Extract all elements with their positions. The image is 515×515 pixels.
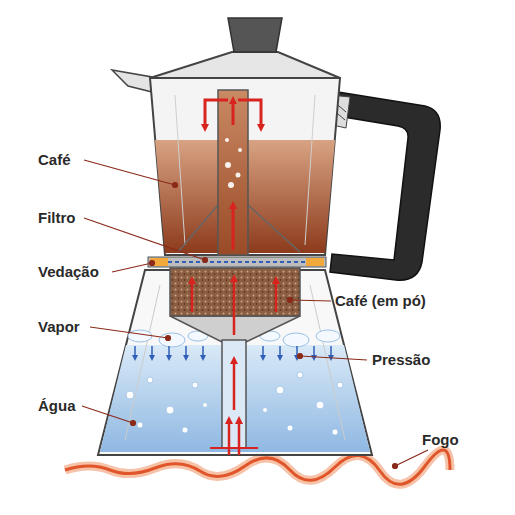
part-label: Água xyxy=(38,397,76,415)
leader-lines xyxy=(82,160,428,469)
part-label: Café (em pó) xyxy=(335,292,426,310)
part-label: Pressão xyxy=(372,351,430,369)
part-label: Café xyxy=(38,151,71,169)
part-label: Fogo xyxy=(422,431,459,449)
part-label: Vapor xyxy=(38,318,80,336)
part-label: Filtro xyxy=(38,209,76,227)
part-label: Vedação xyxy=(38,263,99,281)
